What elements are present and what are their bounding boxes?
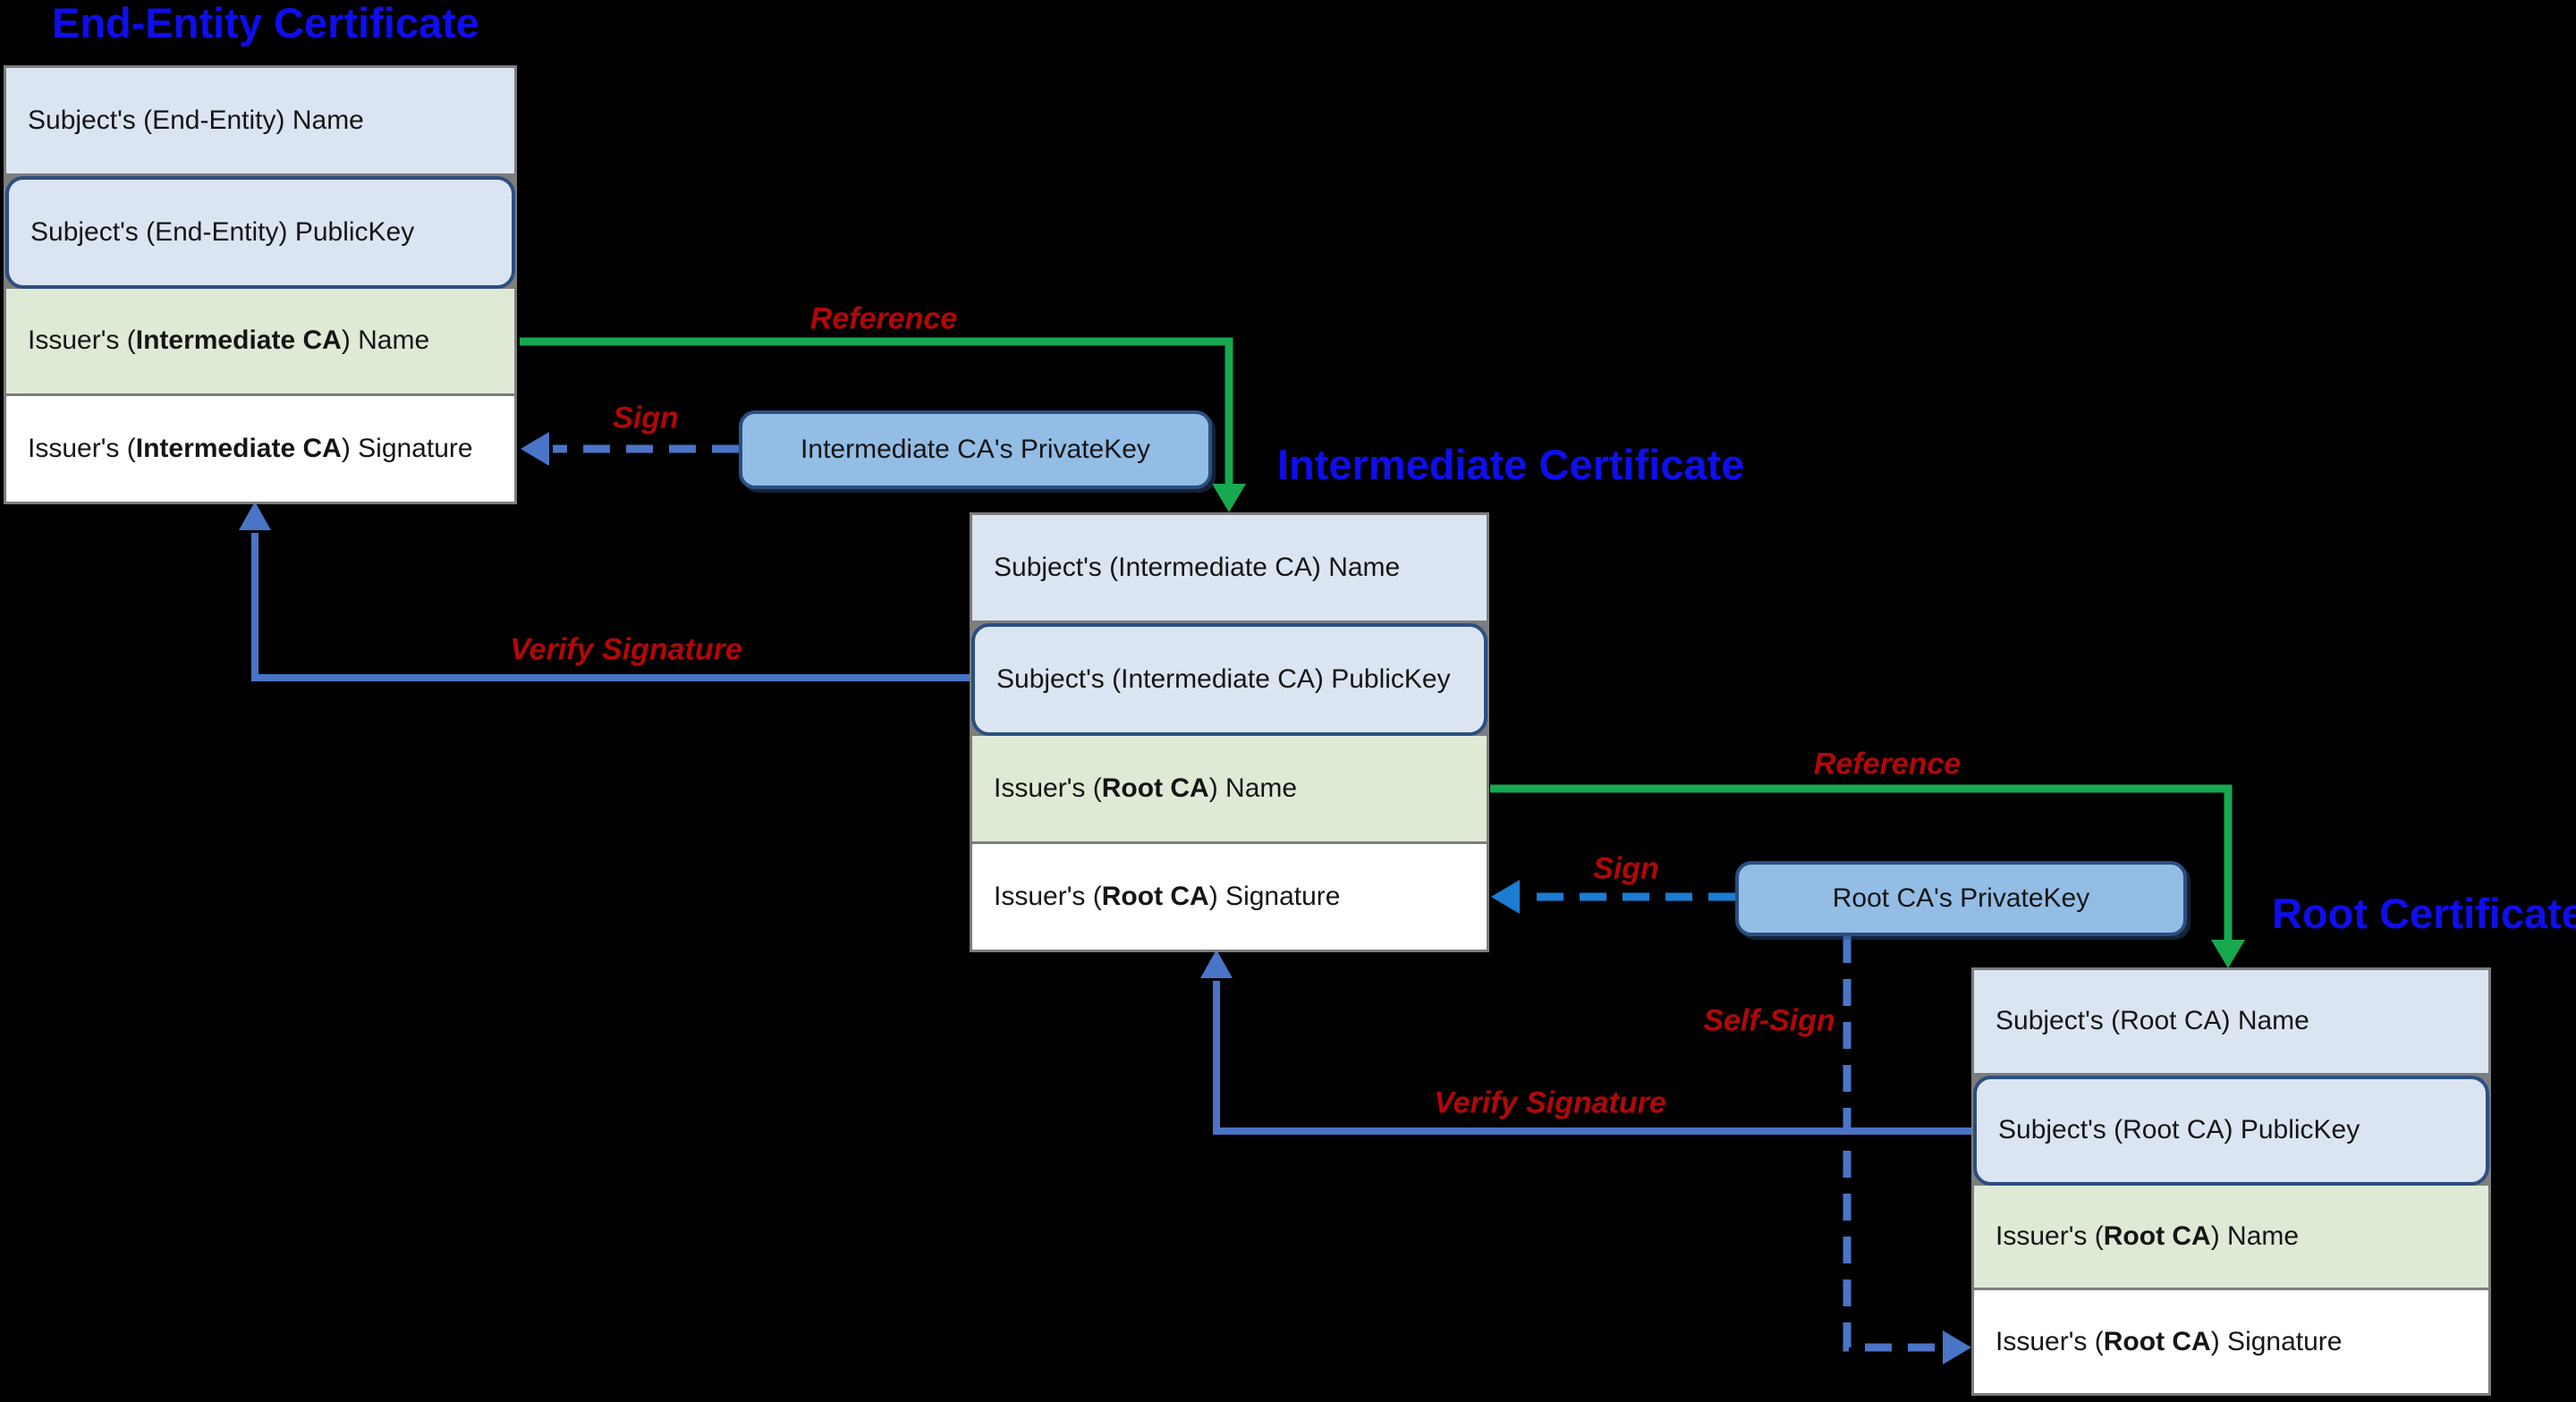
root-subject-name-row: Subject's (Root CA) Name: [1974, 970, 2488, 1076]
verify-signature-label-1: Verify Signature: [510, 632, 742, 667]
root-certificate-box: Subject's (Root CA) Name Subject's (Root…: [1971, 967, 2491, 1396]
row-text: ) Signature: [341, 434, 473, 464]
sign-label-1: Sign: [613, 401, 679, 435]
row-text: Issuer's (: [994, 882, 1102, 911]
int-issuer-name-row: Issuer's (Root CA) Name: [972, 736, 1487, 844]
row-text: Issuer's (: [994, 773, 1102, 803]
row-text: Issuer's (: [28, 434, 136, 464]
row-text: ) Name: [2210, 1220, 2300, 1251]
root-ca-privatekey-box: Root CA's PrivateKey: [1735, 861, 2187, 936]
ee-subject-name-row: Subject's (End-Entity) Name: [6, 68, 514, 176]
row-text: Issuer's (: [1996, 1220, 2104, 1251]
ee-issuer-name-row: Issuer's (Intermediate CA) Name: [6, 288, 514, 397]
row-text: Issuer's (: [1996, 1326, 2104, 1356]
root-certificate-title: Root Certificate: [2272, 890, 2576, 937]
verify-signature-arrowhead-1: [239, 502, 271, 530]
ee-subject-publickey-row: Subject's (End-Entity) PublicKey: [5, 175, 515, 289]
sign-arrowhead-2: [1491, 880, 1520, 914]
int-subject-publickey-row: Subject's (Intermediate CA) PublicKey: [971, 623, 1487, 736]
int-subject-name-row: Subject's (Intermediate CA) Name: [972, 515, 1487, 623]
root-issuer-signature-row: Issuer's (Root CA) Signature: [1974, 1290, 2488, 1393]
verify-signature-arrowhead-2: [1200, 950, 1233, 978]
row-text: Subject's (End-Entity) Name: [28, 105, 364, 135]
row-text-bold: Root CA: [2103, 1220, 2211, 1251]
root-issuer-name-row: Issuer's (Root CA) Name: [1974, 1185, 2488, 1291]
self-sign-label: Self-Sign: [1703, 1003, 1835, 1038]
self-sign-arrowhead: [1943, 1330, 1971, 1364]
end-entity-certificate-title: End-Entity Certificate: [52, 0, 479, 46]
row-text: ) Signature: [2210, 1326, 2343, 1356]
row-text: Subject's (Intermediate CA) PublicKey: [996, 664, 1451, 694]
row-text: Issuer's (: [28, 325, 136, 356]
verify-signature-label-2: Verify Signature: [1434, 1085, 1666, 1120]
row-text-bold: Root CA: [2103, 1326, 2211, 1356]
row-text-bold: Root CA: [1101, 882, 1209, 911]
end-entity-certificate-box: Subject's (End-Entity) Name Subject's (E…: [4, 65, 517, 504]
ee-issuer-signature-row: Issuer's (Intermediate CA) Signature: [6, 396, 514, 502]
intermediate-certificate-box: Subject's (Intermediate CA) Name Subject…: [970, 512, 1489, 952]
row-text: Subject's (Root CA) Name: [1996, 1006, 2309, 1036]
row-text-bold: Intermediate CA: [135, 325, 342, 356]
intermediate-certificate-title: Intermediate Certificate: [1277, 441, 1745, 488]
reference-arrowhead-1: [1212, 484, 1246, 512]
row-text: ) Signature: [1208, 882, 1341, 911]
reference-arrowhead-2: [2211, 940, 2245, 968]
root-subject-publickey-row: Subject's (Root CA) PublicKey: [1973, 1075, 2489, 1186]
int-issuer-signature-row: Issuer's (Root CA) Signature: [972, 844, 1487, 950]
sign-label-2: Sign: [1593, 851, 1659, 886]
row-text: ) Name: [1208, 773, 1298, 803]
row-text: Subject's (Root CA) PublicKey: [1998, 1115, 2360, 1145]
row-text: Subject's (End-Entity) PublicKey: [30, 216, 415, 247]
reference-label-2: Reference: [1813, 747, 1962, 781]
row-text-bold: Root CA: [1101, 773, 1209, 803]
row-text-bold: Intermediate CA: [135, 434, 342, 464]
sign-arrowhead-1: [521, 432, 549, 466]
intermediate-ca-privatekey-box: Intermediate CA's PrivateKey: [739, 410, 1212, 489]
row-text: ) Name: [341, 325, 430, 356]
self-sign-arrow: [1843, 936, 1946, 1352]
reference-label-1: Reference: [809, 301, 958, 336]
row-text: Subject's (Intermediate CA) Name: [994, 553, 1401, 582]
